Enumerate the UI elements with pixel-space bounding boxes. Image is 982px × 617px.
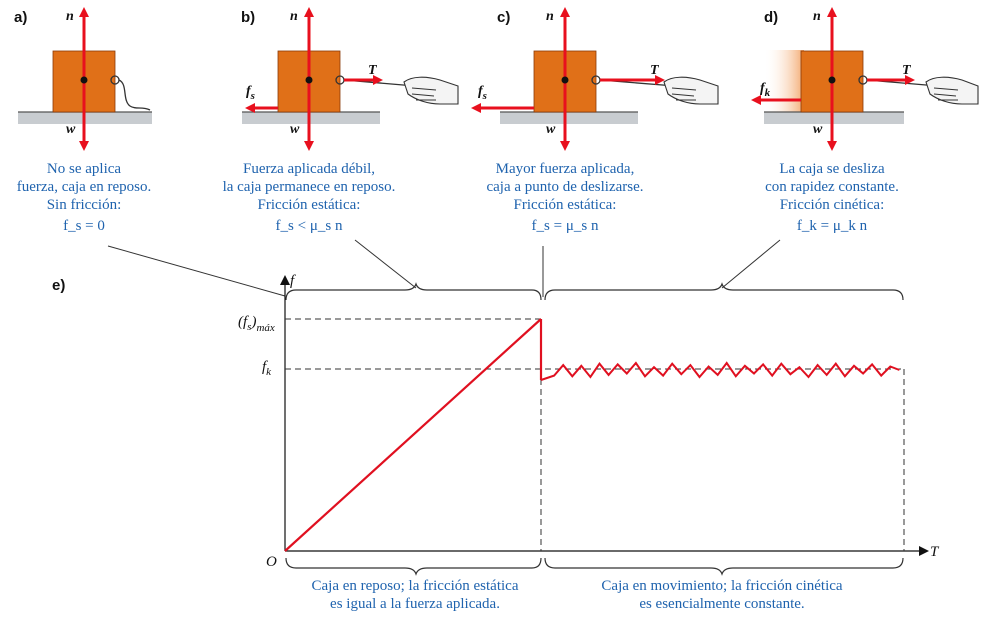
friction-label: fs <box>246 84 255 102</box>
origin-label: O <box>266 554 277 570</box>
panel-c: c) n w T fs Mayor fuerza aplicada, caja … <box>471 7 719 234</box>
floor <box>764 112 904 124</box>
hand-icon <box>403 76 459 105</box>
normal-label: n <box>66 9 74 24</box>
top-brace-static <box>285 282 542 301</box>
panel-b-letter: b) <box>241 9 255 26</box>
fs-max-tick-label: (fs)máx <box>238 314 275 334</box>
caption-line: Sin fricción: <box>47 197 122 213</box>
center-dot <box>305 76 313 84</box>
friction-label: fk <box>760 81 771 99</box>
bottom-brace-kinetic <box>544 557 904 576</box>
center-dot <box>80 76 88 84</box>
caption-line: No se aplica <box>47 161 121 177</box>
x-axis-label: T <box>930 544 940 560</box>
slack-rope <box>118 79 151 111</box>
bottom-caption-static: es igual a la fuerza aplicada. <box>330 596 500 612</box>
fk-tick-label: fk <box>262 359 272 378</box>
top-brace-kinetic <box>544 282 904 301</box>
y-axis-label: f <box>290 273 296 289</box>
caption-line: caja a punto de deslizarse. <box>486 179 643 195</box>
panel-a-letter: a) <box>14 9 27 26</box>
caption-line: fuerza, caja en reposo. <box>17 179 152 195</box>
tension-label: T <box>902 63 912 78</box>
panel-d: d) n w T fk La caja se desliza con rapid… <box>751 7 979 234</box>
normal-label: n <box>813 9 821 24</box>
pointer-line <box>721 239 781 289</box>
panel-a: a) n w No se aplica fuerza, caja en repo… <box>14 7 152 234</box>
caption-formula: f_k = μ_k n <box>797 218 868 234</box>
motion-blur <box>764 50 804 112</box>
panel-b: b) n w T fs Fuerza aplicada débil, la ca… <box>223 7 459 234</box>
caption-line: Fricción estática: <box>514 197 617 213</box>
friction-label: fs <box>478 84 487 102</box>
caption-line: Fuerza aplicada débil, <box>243 161 375 177</box>
weight-label: w <box>813 122 823 137</box>
pointer-line <box>354 239 417 289</box>
static-friction-line <box>284 318 542 552</box>
hand-icon <box>925 76 979 105</box>
graph-letter: e) <box>52 277 65 294</box>
bottom-caption-kinetic: Caja en movimiento; la fricción cinética <box>601 578 842 594</box>
caption-line: con rapidez constante. <box>765 179 899 195</box>
floor <box>242 112 380 124</box>
bottom-brace-static <box>285 557 542 576</box>
caption-line: Fricción estática: <box>258 197 361 213</box>
caption-line: La caja se desliza <box>779 161 885 177</box>
caption-formula: f_s = μ_s n <box>532 218 599 234</box>
caption-formula: f_s = 0 <box>63 218 105 234</box>
panel-c-letter: c) <box>497 9 510 26</box>
hand-icon <box>663 76 719 105</box>
caption-formula: f_s < μ_s n <box>276 218 343 234</box>
normal-label: n <box>290 9 298 24</box>
bottom-caption-kinetic: es esencialmente constante. <box>639 596 804 612</box>
tension-label: T <box>650 63 660 78</box>
pointer-line <box>107 245 286 297</box>
bottom-caption-static: Caja en reposo; la fricción estática <box>312 578 519 594</box>
caption-line: Mayor fuerza aplicada, <box>496 161 635 177</box>
weight-label: w <box>546 122 556 137</box>
weight-label: w <box>66 122 76 137</box>
floor <box>500 112 638 124</box>
center-dot <box>828 76 836 84</box>
panel-d-letter: d) <box>764 9 778 26</box>
weight-label: w <box>290 122 300 137</box>
caption-line: Fricción cinética: <box>780 197 885 213</box>
kinetic-friction-line <box>540 361 900 381</box>
tension-label: T <box>368 63 378 78</box>
center-dot <box>561 76 569 84</box>
graph-e: e) f T O (fs)máx fk Caja en reposo; la f… <box>52 239 940 612</box>
caption-line: la caja permanece en reposo. <box>223 179 396 195</box>
normal-label: n <box>546 9 554 24</box>
